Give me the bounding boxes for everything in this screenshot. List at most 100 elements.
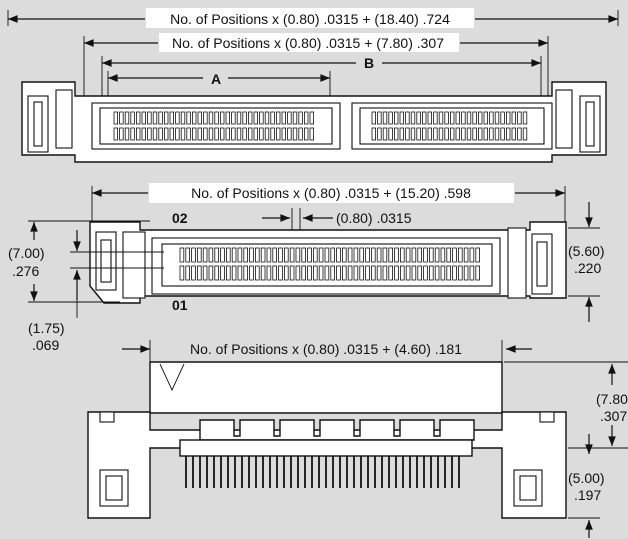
top-right-slot	[555, 89, 573, 149]
contact-pin	[427, 111, 432, 125]
contact-pin	[511, 111, 516, 125]
contact-pin	[341, 265, 347, 281]
contact-pin	[421, 127, 427, 141]
contact-pin	[423, 265, 428, 281]
contact-pin	[517, 111, 522, 125]
contact-pin	[185, 265, 191, 281]
contact-pin	[440, 247, 446, 263]
contact-pin	[382, 127, 388, 141]
contact-pin	[399, 111, 404, 125]
contact-pin	[359, 265, 364, 281]
contact-pin	[260, 265, 266, 281]
contact-pin	[147, 127, 152, 141]
contact-pin	[444, 127, 449, 141]
contact-pin	[208, 265, 214, 281]
contact-pin	[393, 111, 399, 125]
contact-pin	[179, 247, 185, 263]
contact-pin	[405, 247, 411, 263]
contact-pin	[214, 127, 219, 141]
contact-pin	[179, 265, 185, 281]
contact-pin	[278, 247, 283, 263]
contact-pin	[214, 265, 220, 281]
contact-pin	[202, 265, 208, 281]
contact-pin	[272, 265, 277, 281]
contact-pin	[231, 127, 236, 141]
contact-pin	[254, 265, 260, 281]
contact-pin	[483, 111, 488, 125]
contact-pin	[283, 265, 289, 281]
contact-pin	[318, 247, 324, 263]
contact-pin	[370, 265, 376, 281]
contact-pin	[175, 127, 180, 141]
contact-pin	[272, 247, 277, 263]
contact-pin	[203, 111, 208, 125]
contact-pin	[130, 111, 135, 125]
contact-pin	[309, 127, 314, 141]
contact-pin	[347, 265, 353, 281]
contact-pin	[158, 127, 163, 141]
contact-pin	[394, 247, 399, 263]
contact-pin	[130, 127, 135, 141]
contact-pin	[405, 265, 411, 281]
contact-pin	[382, 247, 388, 263]
side-contact-block	[199, 419, 475, 441]
contact-pin	[264, 127, 270, 141]
left-height-mm: (7.00)	[8, 245, 45, 261]
contact-pin	[438, 111, 444, 125]
contact-pin	[399, 127, 404, 141]
contact-pin	[446, 247, 451, 263]
contact-pin	[371, 111, 376, 125]
contact-pin	[399, 265, 405, 281]
contact-pin	[330, 265, 335, 281]
contact-pin	[243, 265, 249, 281]
contact-pin	[253, 127, 258, 141]
contact-pin	[388, 127, 393, 141]
contact-pin	[457, 247, 463, 263]
contact-pin	[377, 127, 382, 141]
contact-pin	[457, 265, 463, 281]
contact-pin	[124, 127, 130, 141]
middle-view: No. of Positions x (0.80) .0315 + (15.20…	[8, 183, 605, 353]
contact-pin	[461, 127, 466, 141]
contact-pin	[312, 247, 318, 263]
contact-pin	[208, 247, 214, 263]
contact-pin	[152, 111, 158, 125]
contact-pin	[483, 127, 488, 141]
contact-pin	[287, 127, 292, 141]
contact-pin	[281, 127, 286, 141]
contact-pin	[197, 111, 202, 125]
left-height-in: .276	[12, 263, 39, 279]
contact-pin	[278, 265, 283, 281]
offset-in: .069	[32, 337, 59, 353]
contact-pin	[452, 247, 457, 263]
contact-pin	[377, 111, 382, 125]
contact-pin	[259, 111, 264, 125]
contact-pin	[180, 111, 186, 125]
pin-02-label: 02	[172, 210, 188, 226]
contact-pin	[423, 247, 428, 263]
contact-pin	[301, 247, 306, 263]
contact-pin	[463, 265, 469, 281]
contact-pin	[236, 127, 242, 141]
dim-a-label: A	[211, 71, 221, 87]
contact-pin	[287, 111, 292, 125]
contact-pin	[438, 127, 444, 141]
contact-pin	[225, 127, 230, 141]
contact-pin	[353, 247, 359, 263]
contact-pin	[417, 265, 422, 281]
contact-pin	[298, 111, 303, 125]
contact-pin	[466, 111, 472, 125]
contact-pin	[411, 247, 417, 263]
contact-pin	[500, 127, 505, 141]
contact-pin	[388, 247, 393, 263]
top-overall-label: No. of Positions x (0.80) .0315 + (18.40…	[170, 11, 450, 27]
contact-pin	[455, 127, 460, 141]
contact-pin	[264, 111, 270, 125]
contact-pin	[517, 127, 522, 141]
contact-pin	[466, 127, 472, 141]
contact-pin	[411, 265, 417, 281]
contact-pin	[275, 111, 281, 125]
contact-pin	[461, 111, 466, 125]
contact-pin	[119, 111, 124, 125]
